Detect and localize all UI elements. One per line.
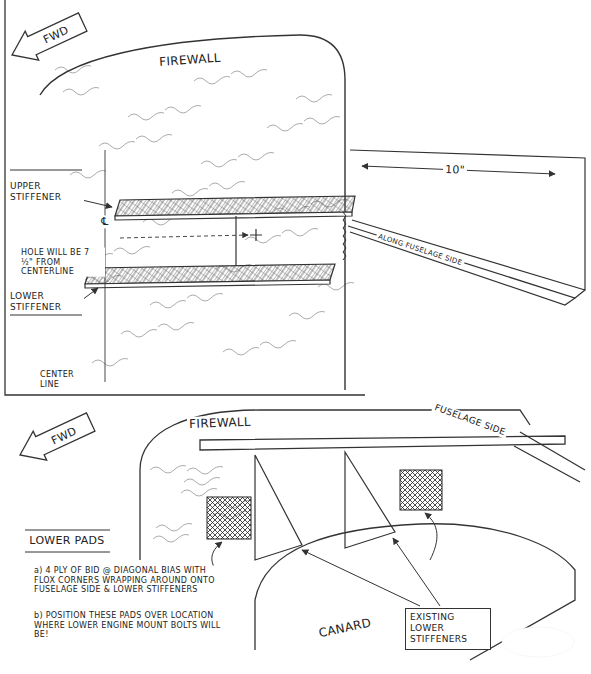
sketch-line: [255, 524, 575, 660]
lower-pads: [207, 470, 442, 539]
texture-stroke: [260, 341, 296, 349]
note-box: EXISTING LOWER STIFFENERS: [405, 608, 491, 650]
note-text: EXISTING LOWER STIFFENERS: [410, 612, 486, 644]
texture-stroke: [245, 236, 281, 244]
sketch-line: [25, 530, 110, 552]
texture-stroke: [158, 323, 194, 331]
note-label: a) 4 PLY OF BID @ DIAGONAL BIAS WITH FLO…: [32, 566, 232, 595]
gusset-stiffeners: [255, 452, 395, 560]
texture-stroke: [267, 124, 303, 132]
sketch-line: [200, 436, 565, 450]
section-title: LOWER PADS: [27, 534, 106, 547]
center-pad: [236, 212, 346, 266]
dimension-label: 10": [443, 163, 467, 177]
sketch-line: [514, 432, 585, 482]
sketch-line: [400, 470, 442, 510]
texture-stroke: [153, 535, 189, 543]
texture-stroke: [92, 359, 128, 367]
texture-stroke: [70, 171, 106, 179]
texture-stroke: [99, 142, 135, 150]
sketch-line: [345, 452, 395, 548]
part-label: FIREWALL: [157, 51, 223, 70]
texture-stroke: [114, 247, 150, 255]
texture-stroke: [156, 524, 192, 532]
part-label: FUSELAGE SIDE: [431, 401, 509, 438]
part-label: CANARD: [316, 615, 375, 641]
sketch-line: [348, 226, 585, 298]
texture-stroke: [194, 77, 230, 85]
sketch-line: [235, 216, 236, 266]
texture-stroke: [231, 70, 267, 78]
sketch-line: [5, 8, 89, 70]
texture-stroke: [187, 294, 223, 302]
texture-stroke: [282, 229, 318, 237]
note-label: HOLE WILL BE 7 ½" FROM CENTERLINE: [19, 248, 105, 277]
part-label: LOWER STIFFENER: [8, 291, 84, 313]
pad-arrows: [25, 513, 440, 606]
texture-stroke: [223, 348, 259, 356]
redaction-blob: [502, 627, 574, 657]
sketch-line: [115, 212, 352, 220]
texture-stroke: [63, 88, 99, 96]
part-label: CENTER LINE: [38, 370, 82, 389]
sketch-line: [255, 455, 302, 560]
texture-stroke: [165, 106, 201, 114]
sketch-line: [250, 229, 262, 241]
fuselage-side-panels: [348, 150, 585, 305]
stiffeners: [85, 196, 355, 288]
texture-stroke: [187, 467, 223, 475]
texture-stroke: [128, 113, 164, 121]
fwd-arrow: [13, 408, 97, 470]
texture-stroke: [289, 312, 325, 320]
sketch-line: [85, 280, 330, 288]
texture-stroke: [201, 160, 237, 168]
sketch-line: [302, 550, 420, 606]
sketch-line: [343, 212, 346, 260]
note-label: b) POSITION THESE PADS OVER LOCATION WHE…: [32, 611, 232, 640]
top-frame: [5, 0, 365, 395]
part-label: UPPER STIFFENER: [8, 181, 84, 203]
sketch-line: [120, 235, 248, 238]
texture-stroke: [121, 330, 157, 338]
sketch-line: [425, 513, 437, 560]
texture-stroke: [150, 301, 186, 309]
sketch-line: [5, 0, 365, 395]
sketch-line: [82, 200, 112, 207]
texture-stroke: [181, 489, 217, 497]
sketch-line: [207, 497, 251, 539]
lower-firewall: [140, 410, 585, 560]
sketch-line: [82, 288, 98, 300]
sketch-line: [502, 627, 574, 657]
texture-stroke: [136, 135, 172, 143]
center-line: [105, 150, 248, 382]
part-label: FIREWALL: [187, 415, 253, 432]
texture-stroke: [184, 478, 220, 486]
fwd-arrow: [5, 8, 89, 70]
sketch-line: [13, 408, 97, 470]
sketch-line: [393, 538, 440, 606]
sketch-line: [140, 410, 530, 560]
canard: [255, 524, 575, 660]
firewall-texture: [55, 66, 354, 543]
texture-stroke: [209, 182, 245, 190]
texture-stroke: [238, 153, 274, 161]
sketch-line: [350, 150, 585, 290]
texture-stroke: [304, 117, 340, 125]
texture-stroke: [296, 95, 332, 103]
texture-stroke: [150, 466, 186, 474]
sketch-line: [350, 232, 575, 305]
centerline-symbol: ℄: [99, 215, 110, 228]
texture-stroke: [172, 189, 208, 197]
